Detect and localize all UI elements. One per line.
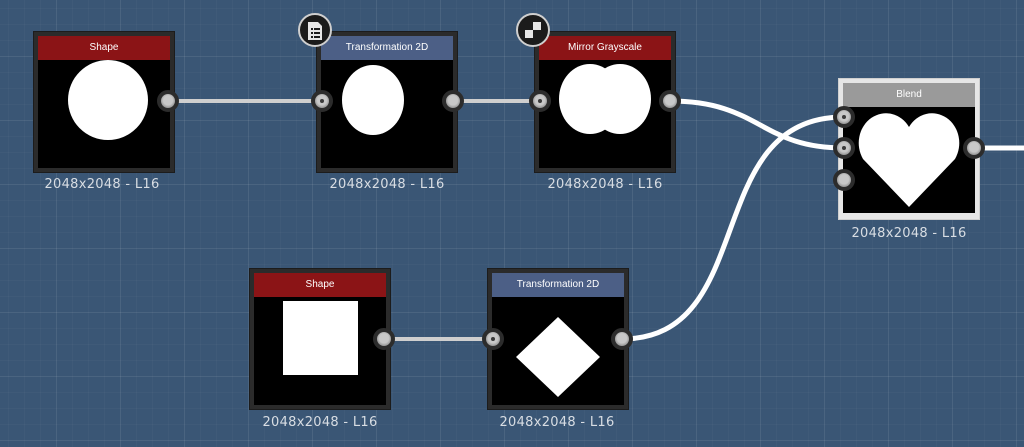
output-port[interactable] <box>963 137 985 159</box>
node-preview <box>321 60 453 168</box>
input-port[interactable] <box>482 328 504 350</box>
document-list-icon[interactable] <box>298 13 332 47</box>
resolution-label: 2048x2048 - L16 <box>851 226 967 241</box>
input-port[interactable] <box>311 90 333 112</box>
output-port[interactable] <box>157 90 179 112</box>
input-port-mask[interactable] <box>833 169 855 191</box>
node-preview <box>492 297 624 405</box>
output-port[interactable] <box>373 328 395 350</box>
checker-icon[interactable] <box>516 13 550 47</box>
node-shape-square[interactable]: Shape <box>249 268 391 410</box>
node-transformation-2d-bottom[interactable]: Transformation 2D <box>487 268 629 410</box>
node-title: Shape <box>254 273 386 297</box>
node-preview <box>843 107 975 213</box>
node-preview <box>254 297 386 405</box>
node-title: Blend <box>843 83 975 107</box>
wire-mirror-to-blend[interactable] <box>669 98 845 151</box>
resolution-label: 2048x2048 - L16 <box>499 415 615 430</box>
node-title: Transformation 2D <box>492 273 624 297</box>
resolution-label: 2048x2048 - L16 <box>44 177 160 192</box>
node-transformation-2d-top[interactable]: Transformation 2D <box>316 31 458 173</box>
ellipse-preview-image <box>342 65 404 135</box>
square-preview-image <box>283 301 358 375</box>
node-title: Shape <box>38 36 170 60</box>
input-port-background[interactable] <box>833 137 855 159</box>
node-mirror-grayscale[interactable]: Mirror Grayscale <box>534 31 676 173</box>
output-port[interactable] <box>611 328 633 350</box>
input-port-foreground[interactable] <box>833 106 855 128</box>
node-blend[interactable]: Blend <box>838 78 980 220</box>
output-port[interactable] <box>659 90 681 112</box>
resolution-label: 2048x2048 - L16 <box>262 415 378 430</box>
resolution-label: 2048x2048 - L16 <box>329 177 445 192</box>
node-title: Transformation 2D <box>321 36 453 60</box>
node-preview <box>38 60 170 168</box>
node-preview <box>539 60 671 168</box>
diamond-preview-image <box>516 317 600 397</box>
node-shape-circle[interactable]: Shape <box>33 31 175 173</box>
output-port[interactable] <box>442 90 464 112</box>
heart-preview-image <box>858 113 960 207</box>
circle-preview-image <box>68 60 148 140</box>
mirrored-ellipses-preview-image <box>559 64 651 134</box>
input-port[interactable] <box>529 90 551 112</box>
resolution-label: 2048x2048 - L16 <box>547 177 663 192</box>
node-title: Mirror Grayscale <box>539 36 671 60</box>
